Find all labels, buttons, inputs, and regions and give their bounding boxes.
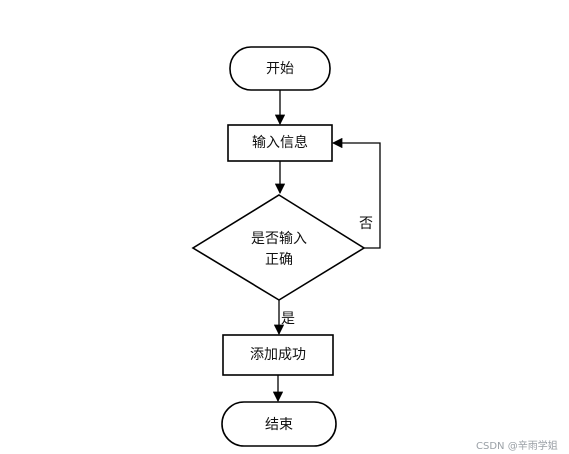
success-node-label: 添加成功 <box>250 347 306 363</box>
edge-check-no-to-input <box>331 137 381 249</box>
start-node-label: 开始 <box>266 61 294 77</box>
check-node-label-line-1: 是否输入 <box>251 231 307 247</box>
watermark-text: CSDN @辛雨学姐 <box>476 441 558 452</box>
end-node-label: 结束 <box>265 417 293 433</box>
check-node: 是否输入 正确 <box>191 194 366 301</box>
check-node-label-line-2: 正确 <box>265 252 293 268</box>
end-node: 结束 <box>221 401 337 447</box>
start-node: 开始 <box>229 46 331 91</box>
input-node-label: 输入信息 <box>252 134 308 151</box>
edge-yes-label: 是 <box>281 311 295 327</box>
edge-no-label: 否 <box>359 216 373 232</box>
input-node: 输入信息 <box>227 124 333 162</box>
success-node: 添加成功 <box>222 334 334 376</box>
